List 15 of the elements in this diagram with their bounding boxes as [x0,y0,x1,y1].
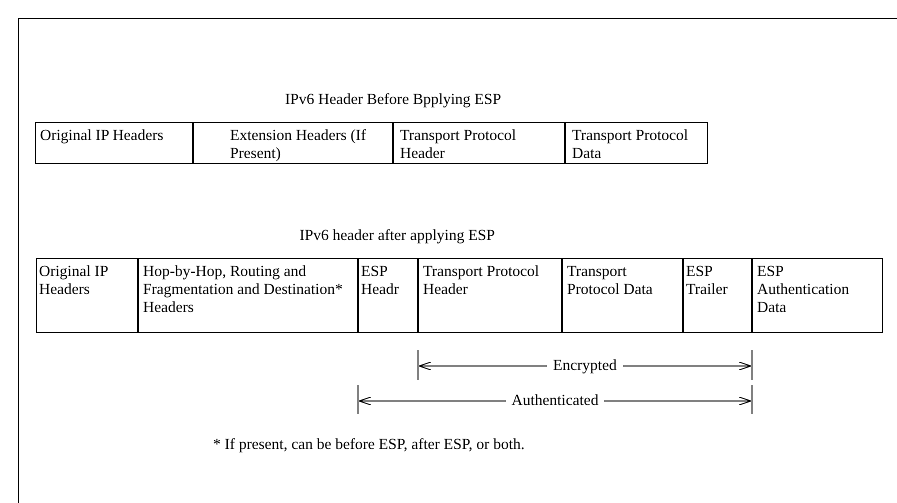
header-field: Transport Protocol Header [393,122,565,164]
header-field: Transport Protocol Header [418,258,562,333]
header-field: Original IP Headers [35,122,193,164]
footnote: * If present, can be before ESP, after ESP, or both. [213,436,525,454]
dimension-label: Encrypted [547,357,623,375]
header-field: ESP Trailer [683,258,752,333]
section-heading: IPv6 header after applying ESP [300,227,495,245]
header-field: Hop-by-Hop, Routing and Fragmentation and Destination* Headers [138,258,358,333]
section-heading: IPv6 Header Before Bpplying ESP [285,91,502,109]
header-field: Transport Protocol Data [565,122,708,164]
header-field: ESP Headr [358,258,418,333]
header-field: Original IP Headers [36,258,138,333]
header-field: ESP Authentication Data [752,258,883,333]
header-field: Extension Headers (If Present) [193,122,393,164]
header-field: Transport Protocol Data [562,258,683,333]
